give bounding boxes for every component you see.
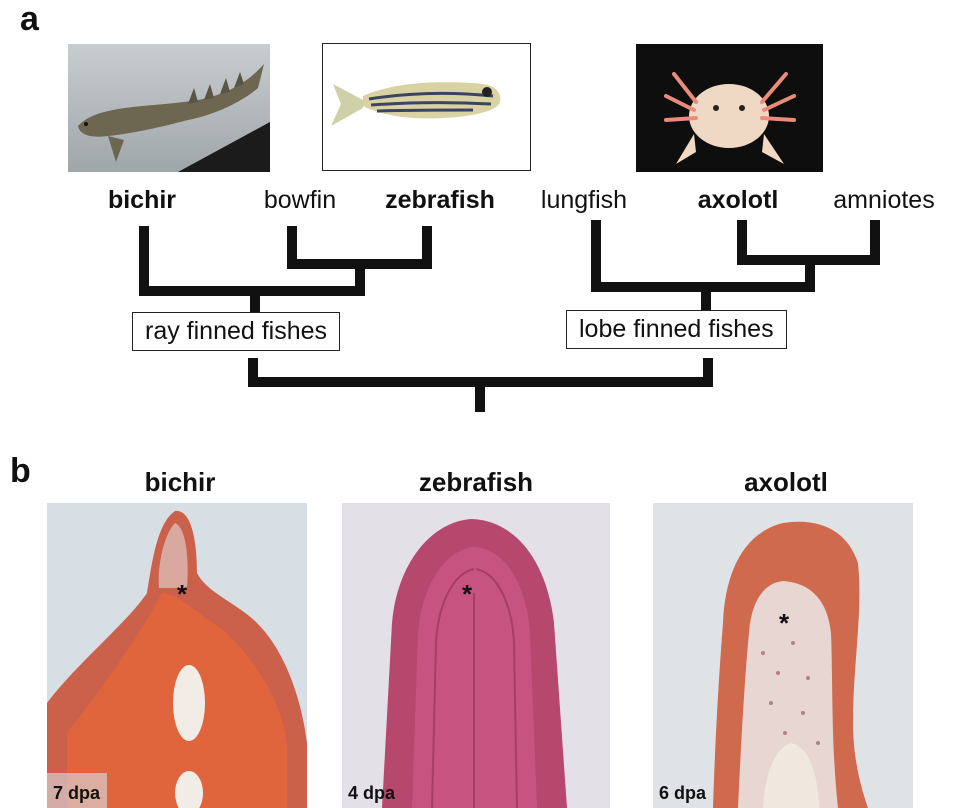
asterisk-bichir: * (177, 579, 187, 610)
tree-branch-bichir-bowfin (144, 226, 365, 291)
dpa-label-bichir: 7 dpa (53, 783, 100, 804)
asterisk-zebrafish: * (462, 579, 472, 610)
tree-branch-bowfin-zebrafish (292, 226, 427, 264)
tree-branch-axolotl-amniotes (742, 220, 875, 260)
dpa-label-axolotl: 6 dpa (659, 783, 706, 804)
lobe-finned-fishes-box: lobe finned fishes (566, 310, 787, 349)
histology-zebrafish: * 4 dpa (342, 503, 610, 808)
histology-axolotl: * 6 dpa (653, 503, 913, 808)
section-title-bichir: bichir (145, 467, 216, 498)
histology-bichir: * 7 dpa (47, 503, 307, 808)
asterisk-axolotl: * (779, 608, 789, 639)
phylogenetic-tree (0, 0, 972, 420)
tree-root-branch (253, 358, 708, 382)
section-title-axolotl: axolotl (744, 467, 828, 498)
panel-b-label: b (10, 452, 31, 491)
ray-finned-fishes-box: ray finned fishes (132, 312, 340, 351)
tree-branch-lungfish (596, 220, 815, 287)
section-title-zebrafish: zebrafish (419, 467, 533, 498)
dpa-label-zebrafish: 4 dpa (348, 783, 395, 804)
